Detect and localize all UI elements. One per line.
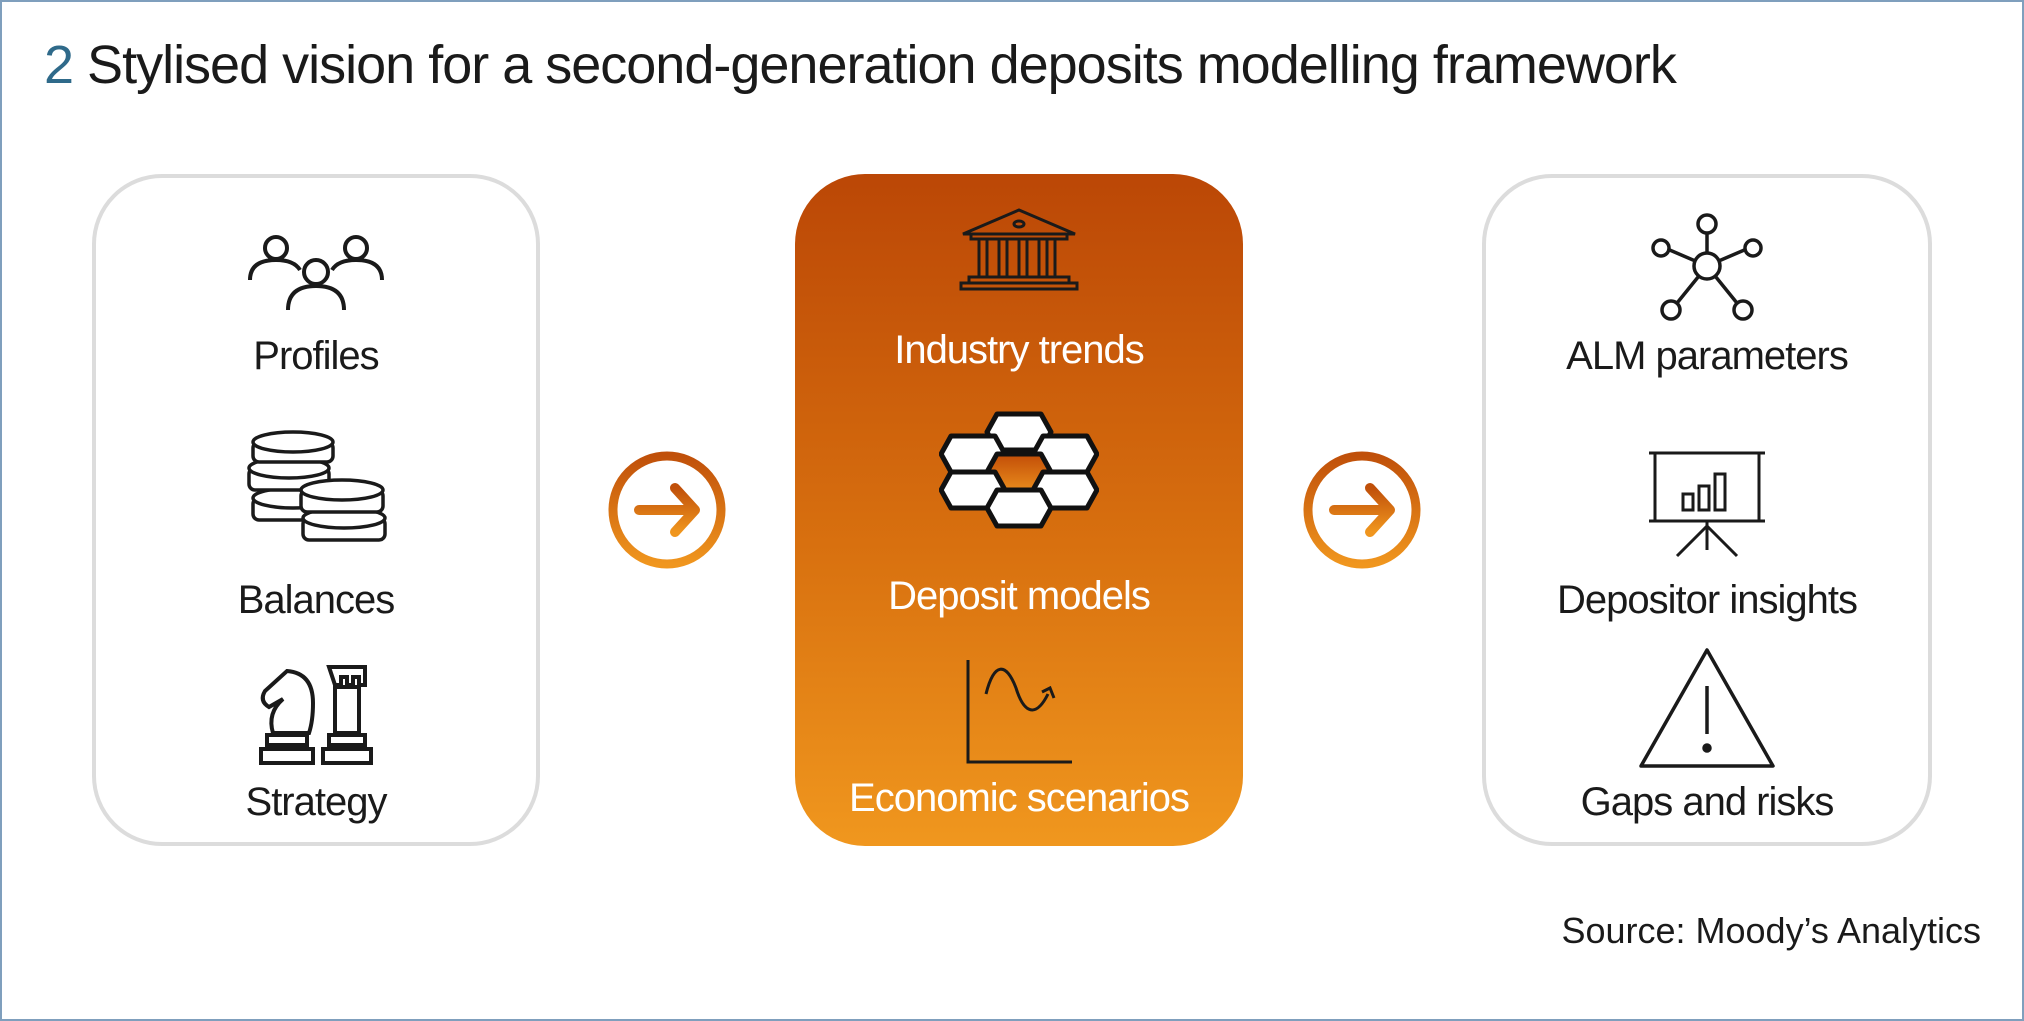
source-note: Source: Moody’s Analytics xyxy=(1561,910,1981,951)
bank-icon xyxy=(959,208,1079,291)
coins-icon xyxy=(247,430,387,542)
warning-icon xyxy=(1639,648,1775,768)
presentation-chart-icon xyxy=(1649,451,1765,558)
people-icon xyxy=(248,235,384,311)
figure-title-text: Stylised vision for a second-generation … xyxy=(87,35,1677,95)
arrow-right-icon xyxy=(608,451,726,569)
hexagon-cluster-icon xyxy=(939,411,1099,529)
item-label-deposit-models: Deposit models xyxy=(888,574,1151,618)
item-label-depositor-insights: Depositor insights xyxy=(1557,578,1858,622)
chess-icon xyxy=(259,665,373,765)
arrow-right-icon xyxy=(1303,451,1421,569)
figure-number: 2 xyxy=(44,35,74,95)
network-icon xyxy=(1651,213,1763,321)
item-label-strategy: Strategy xyxy=(245,780,388,824)
inputs-panel: Profiles Balances Strategy xyxy=(92,174,540,846)
item-label-gaps-and-risks: Gaps and risks xyxy=(1580,780,1835,824)
models-panel: Industry trends Deposit models Economic … xyxy=(795,174,1243,846)
item-label-profiles: Profiles xyxy=(253,334,379,378)
outputs-panel: ALM parameters Depositor insights Gaps a… xyxy=(1482,174,1932,846)
item-label-economic-scenarios: Economic scenarios xyxy=(849,776,1190,820)
item-label-balances: Balances xyxy=(237,578,396,622)
item-label-industry-trends: Industry trends xyxy=(894,328,1145,372)
wave-chart-icon xyxy=(966,660,1072,764)
item-label-alm-parameters: ALM parameters xyxy=(1566,334,1849,378)
